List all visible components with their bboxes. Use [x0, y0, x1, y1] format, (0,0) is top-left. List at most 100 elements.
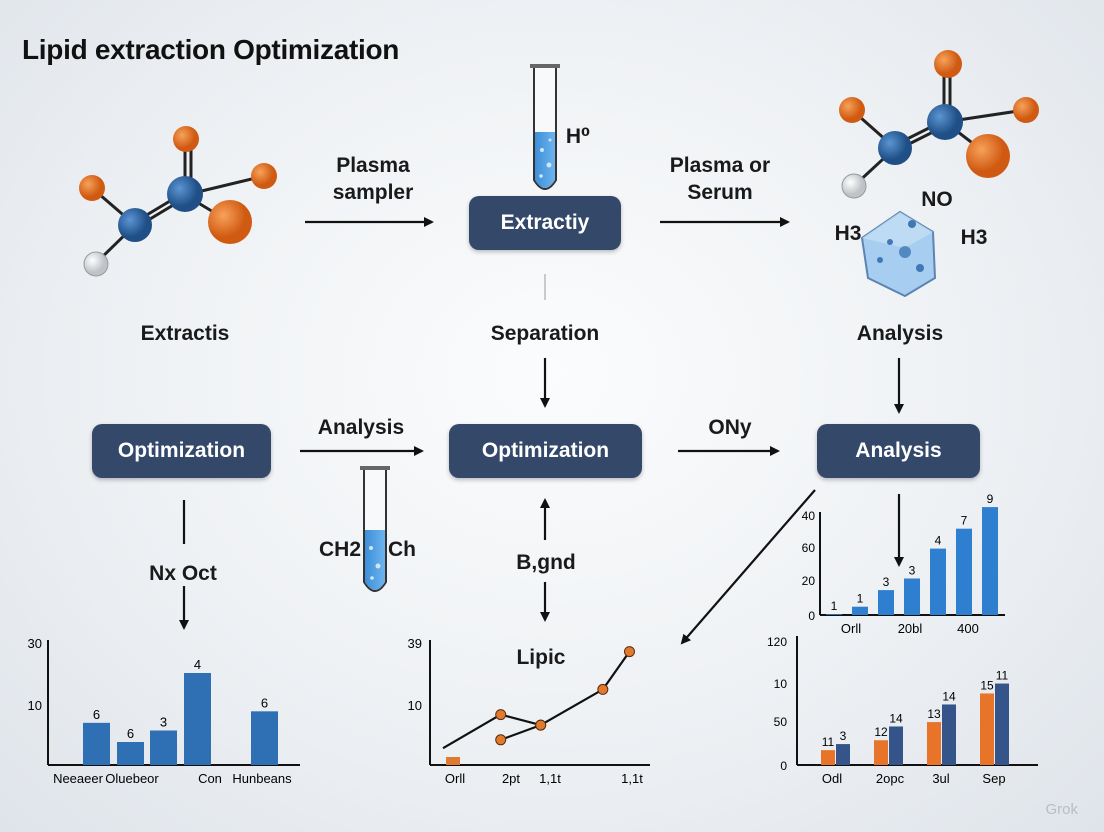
chart1-data-label: 6 [93, 707, 100, 722]
box-optimization-left: Optimization [92, 424, 271, 478]
chart2-y-tick: 39 [408, 636, 422, 651]
chart4-y-tick: 50 [774, 715, 788, 729]
chart1-x-tick: Neeaeer [53, 771, 104, 786]
label-plasma-sampler: Plasma sampler [332, 154, 414, 204]
chart2-point [495, 709, 507, 721]
label-extractis: Extractis [140, 322, 230, 345]
chart3-x-tick: 400 [957, 621, 979, 636]
chart4-bar [927, 722, 941, 765]
chart1-bar [251, 711, 278, 765]
chart4-data-label: 15 [980, 678, 994, 692]
chart3-y-tick: 20 [802, 574, 816, 588]
chart3-bar [956, 528, 972, 615]
chart1-data-label: 3 [160, 715, 167, 730]
chart3-bar [930, 548, 946, 615]
chart3-bar [982, 507, 998, 615]
chart4-data-label: 14 [942, 689, 956, 703]
chart2-point [535, 719, 547, 731]
chart2-start-marker [446, 757, 460, 765]
chart1-x-tick: Hunbeans [232, 771, 292, 786]
label-nx-oct: Nx Oct [149, 562, 217, 585]
label-ony: ONy [708, 416, 752, 439]
chart1-bar [83, 722, 110, 765]
label-lipic: Lipic [516, 646, 566, 669]
chart1-y-tick: 10 [28, 698, 42, 713]
chart1-bar [150, 730, 177, 765]
chart4-data-label: 11 [822, 735, 835, 749]
chart4-y-tick: 0 [780, 759, 787, 773]
molecule-left-icon [79, 126, 277, 277]
chart3-y-tick: 60 [802, 541, 816, 555]
chart4-data-label: 14 [889, 711, 903, 725]
chart3-bar [878, 590, 894, 615]
chart3-data-label: 3 [883, 575, 890, 589]
chart1-bar [117, 742, 144, 765]
chart4-x-tick: Sep [982, 771, 1005, 786]
chart1-data-label: 6 [127, 726, 134, 741]
chart2-x-tick: Orll [445, 771, 465, 786]
test-tube-top-icon [530, 64, 560, 190]
chart2-point [623, 646, 635, 658]
chart4-data-label: 3 [840, 729, 847, 743]
page-title: Lipid extraction Optimization [22, 34, 400, 65]
chart4-x-tick: 2opc [876, 771, 905, 786]
chart4-bar [980, 693, 994, 765]
chart1-data-label: 6 [261, 695, 268, 710]
chart3-data-label: 9 [987, 492, 994, 506]
chart2-point [597, 683, 609, 695]
label-separation: Separation [490, 322, 600, 345]
chart4-x-tick: 3ul [932, 771, 949, 786]
chart3-data-label: 7 [961, 514, 968, 528]
chart3-x-tick: Orll [841, 621, 861, 636]
chart4-data-label: 12 [874, 725, 888, 739]
watermark-grok: Grok [1045, 801, 1078, 818]
formula-ch2: CH2 [318, 538, 361, 561]
formula-ch: Ch [388, 538, 416, 561]
chart4-data-label: 13 [927, 707, 941, 721]
chart3-y-tick: 0 [808, 609, 815, 623]
chart1-data-label: 4 [194, 657, 201, 672]
chart3-data-label: 1 [831, 599, 838, 613]
chart2-point [495, 734, 507, 746]
chart3-data-label: 1 [857, 592, 864, 606]
chart2-y-tick: 10 [408, 698, 422, 713]
formula-h0: H⁰ [565, 125, 591, 148]
chart1-x-tick: Oluebeor [105, 771, 159, 786]
formula-h3-left: H3 [834, 222, 862, 245]
chart4-bar [821, 750, 835, 765]
chart4-bar [942, 704, 956, 765]
box-analysis: Analysis [817, 424, 980, 478]
label-analysis-top: Analysis [856, 322, 944, 345]
formula-h3-right: H3 [960, 226, 988, 249]
test-tube-small-icon [360, 466, 390, 592]
chart4-bar [874, 740, 888, 765]
chart3-x-tick: 20bl [898, 621, 923, 636]
chart4-y-tick: 120 [767, 635, 787, 649]
chart1-bar [184, 673, 211, 765]
chart3-data-label: 3 [909, 563, 916, 577]
chart4-bar [995, 683, 1009, 765]
chart2-x-tick: 1,1t [539, 771, 561, 786]
molecule-right-icon [839, 50, 1039, 199]
formula-no: NO [921, 188, 953, 211]
chart4-bar [836, 744, 850, 765]
flow-arrows [179, 217, 904, 645]
chart2-series-line [500, 724, 542, 741]
label-analysis-arrow: Analysis [317, 416, 405, 439]
chart4-x-tick: Odl [822, 771, 842, 786]
label-plasma-or-serum: Plasma or Serum [669, 154, 771, 204]
chart3-y-tick: 40 [802, 509, 816, 523]
label-bgnd: B,gnd [516, 551, 576, 574]
chart4-data-label: 11 [996, 669, 1009, 683]
chart4-y-tick: 10 [774, 677, 788, 691]
chart3-bar [852, 606, 868, 615]
chart2-x-tick: 2pt [502, 771, 520, 786]
chart2-x-tick: 1,1t [621, 771, 643, 786]
chart3-bar [904, 578, 920, 615]
chart3-data-label: 4 [935, 534, 942, 548]
box-optimization-mid: Optimization [449, 424, 642, 478]
chart4-bar [889, 726, 903, 765]
chart3-bar [826, 614, 842, 615]
